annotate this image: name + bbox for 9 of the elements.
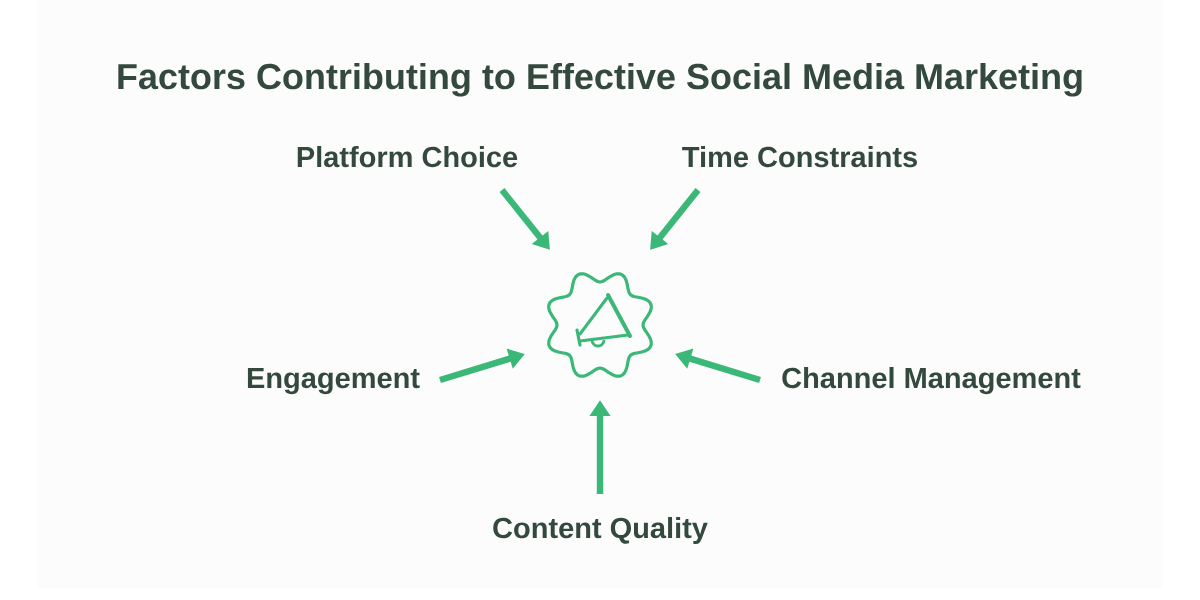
arrow — [650, 188, 701, 250]
factor-label: Time Constraints — [682, 146, 917, 168]
factor-label: Channel Management — [782, 367, 1081, 395]
title: Factors Contributing to Effective Social Media Marketing — [118, 62, 1082, 97]
megaphone-badge-icon — [547, 272, 653, 378]
factor-label: Engagement — [247, 368, 420, 395]
factor-label: Platform Choice — [297, 146, 518, 168]
factor-label: Content Quality — [493, 517, 708, 545]
arrow — [499, 188, 550, 250]
